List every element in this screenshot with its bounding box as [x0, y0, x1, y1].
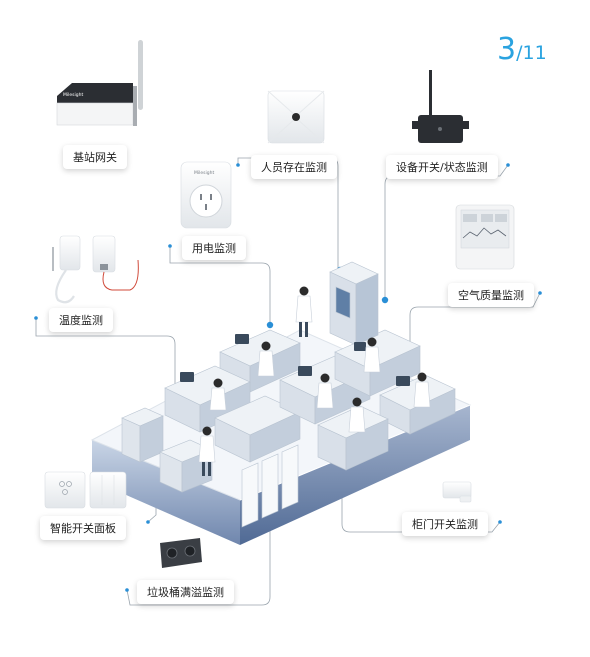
lab-benches	[121, 261, 456, 528]
bench-3	[214, 395, 301, 463]
scientist-8	[209, 378, 227, 411]
smart-switch-panel	[44, 471, 127, 509]
cabinet-left	[121, 407, 164, 463]
label-device-switch: 设备开关/状态监测	[386, 155, 498, 179]
label-cabinet-door: 柜门开关监测	[402, 512, 488, 536]
scientist-3	[198, 426, 216, 476]
page-current: 3	[497, 32, 517, 67]
scientist-5	[363, 337, 381, 373]
trash-overflow-sensor	[160, 538, 202, 568]
monitors	[180, 334, 410, 386]
gateway-device: Milesight	[56, 40, 143, 126]
label-presence: 人员存在监测	[251, 155, 337, 179]
line-temp	[35, 318, 176, 402]
line-trash	[126, 478, 271, 606]
scientist-6	[413, 372, 431, 408]
label-power: 用电监测	[182, 236, 246, 260]
line-power	[169, 246, 271, 325]
label-gateway: 基站网关	[63, 145, 127, 169]
temperature-sensors	[52, 235, 139, 304]
scientists	[198, 286, 431, 476]
fume-hood	[329, 261, 379, 346]
dot-device-switch	[381, 296, 389, 304]
scientist-4	[316, 373, 334, 409]
plug-logo: Milesight	[194, 170, 214, 176]
label-smart-panel: 智能开关面板	[40, 516, 126, 540]
partition-panels	[241, 444, 299, 528]
line-cabinet	[341, 470, 501, 533]
gateway-logo: Milesight	[63, 92, 83, 98]
page-total: /11	[516, 42, 547, 64]
bench-2	[164, 365, 251, 433]
label-trash-overflow: 垃圾桶满溢监测	[137, 580, 234, 604]
dot-power	[266, 321, 274, 329]
scientist-1	[295, 286, 313, 337]
page-indicator: 3/11	[497, 32, 547, 67]
label-air-quality: 空气质量监测	[448, 283, 534, 307]
scientist-7	[348, 397, 366, 433]
smart-plug: Milesight	[180, 161, 232, 229]
door-contact-sensor	[442, 481, 472, 503]
device-switch-sensor	[412, 70, 469, 143]
line-air	[409, 292, 541, 370]
scientist-2	[257, 341, 275, 377]
label-temperature: 温度监测	[49, 308, 113, 332]
air-quality-monitor	[455, 204, 515, 270]
presence-sensor	[267, 90, 325, 144]
